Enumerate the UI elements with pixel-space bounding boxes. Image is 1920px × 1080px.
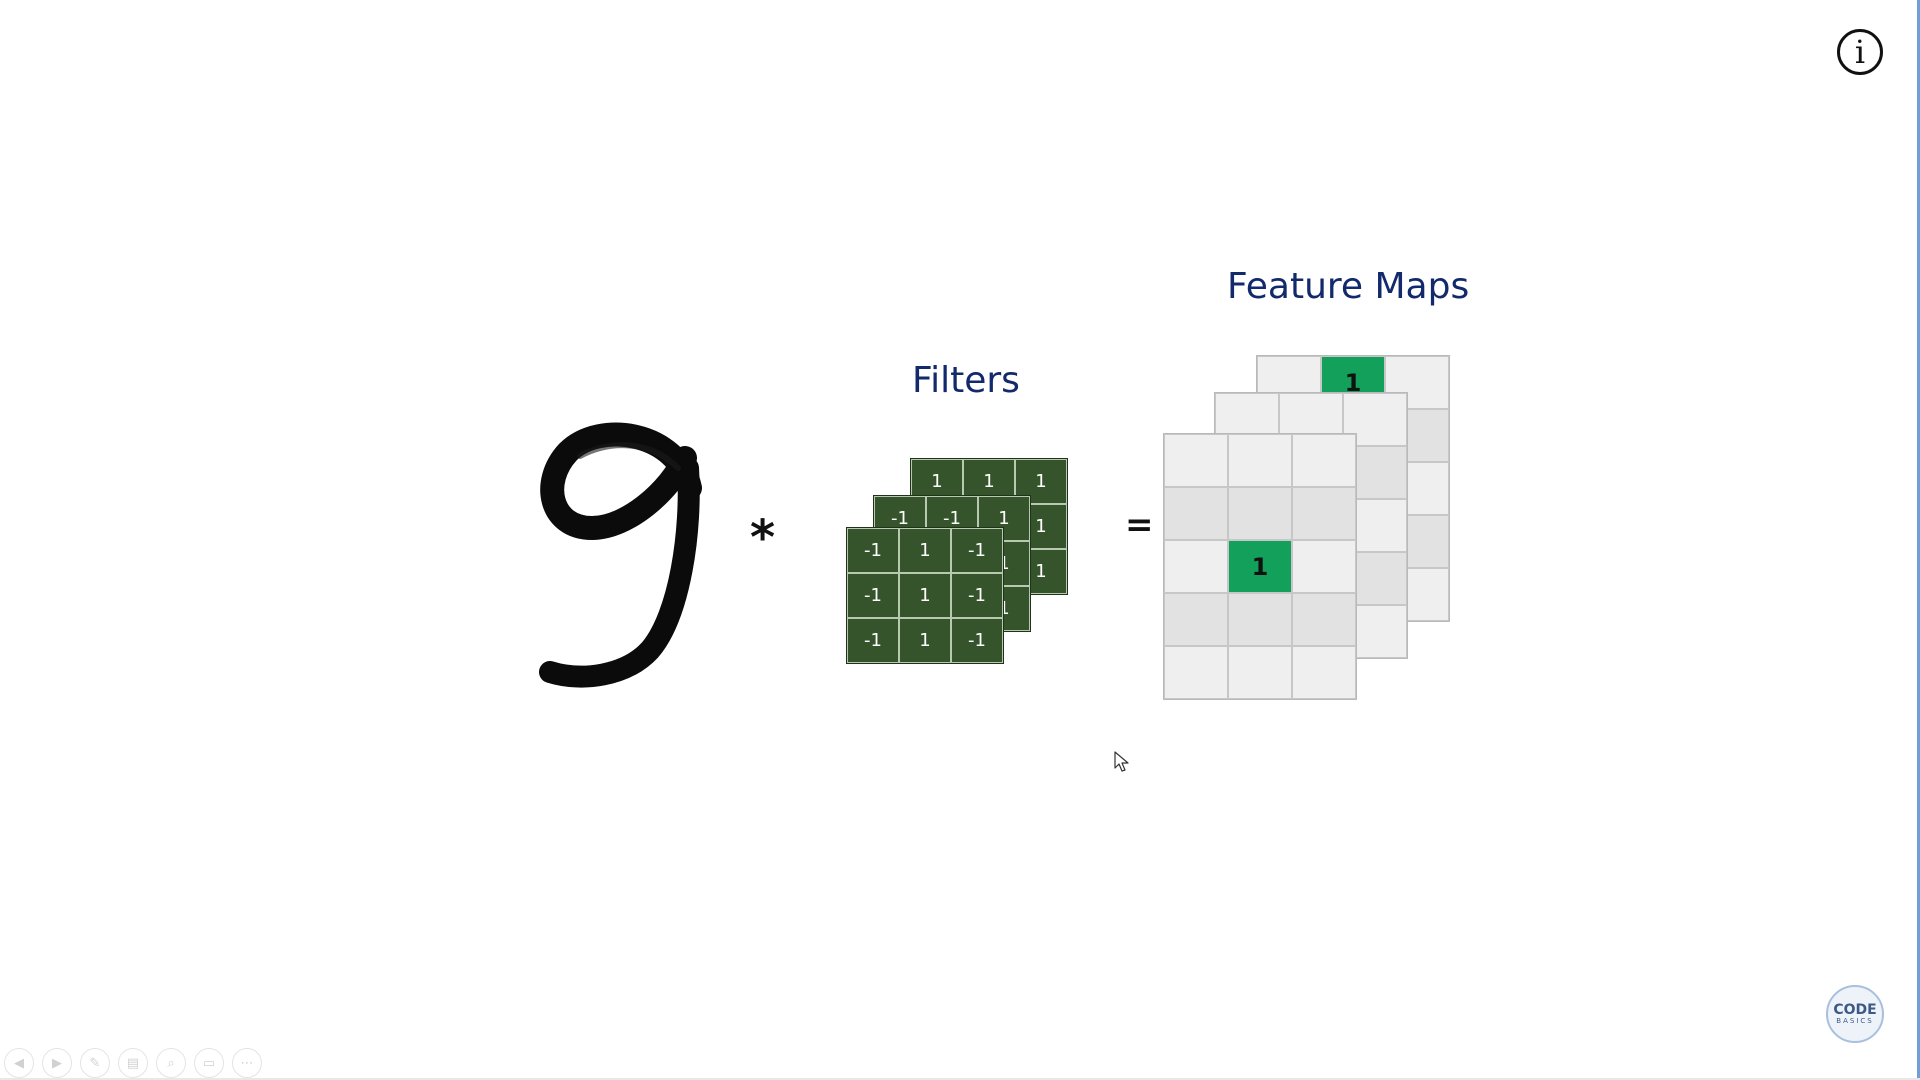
more-options-button[interactable]: ⋯ [232,1048,262,1078]
feature-map-cell [1228,593,1292,646]
pen-icon: ✎ [89,1055,101,1071]
feature-map-cell [1292,593,1356,646]
previous-slide-button[interactable]: ◀ [4,1048,34,1078]
logo-sub-text: BASICS [1836,1016,1874,1025]
zoom-button[interactable]: ⌕ [156,1048,186,1078]
feature-map-front: 1 [1163,433,1357,700]
window-edge [1917,0,1920,1080]
slides-icon: ▤ [126,1055,140,1071]
filter-cell: 1 [899,573,951,618]
pen-tool-button[interactable]: ✎ [80,1048,110,1078]
filter-cell: -1 [951,573,1003,618]
feature-map-cell [1164,593,1228,646]
filter-cell: -1 [847,528,899,573]
filter-cell: 1 [899,528,951,573]
slides-button[interactable]: ▤ [118,1048,148,1078]
info-icon[interactable]: i [1837,29,1883,75]
feature-map-cell [1292,540,1356,593]
codebasics-logo: CODE BASICS [1826,985,1884,1043]
feature-map-cell [1292,646,1356,699]
feature-map-cell [1164,434,1228,487]
feature-maps-title: Feature Maps [1227,266,1470,307]
filter-front: -1 1 -1 -1 1 -1 -1 1 -1 [846,527,1004,664]
feature-map-cell [1164,487,1228,540]
convolution-operator: * [750,510,776,566]
feature-map-cell [1292,487,1356,540]
magnifier-icon: ⌕ [167,1055,175,1071]
arrow-left-icon: ◀ [14,1055,24,1071]
feature-map-cell [1228,646,1292,699]
feature-map-cell [1228,434,1292,487]
filter-cell: 1 [899,618,951,663]
feature-map-cell [1164,646,1228,699]
filter-cell: 1 [1015,459,1067,504]
arrow-right-icon: ▶ [52,1055,62,1071]
feature-map-cell [1292,434,1356,487]
logo-main-text: CODE [1833,1001,1877,1018]
subtitles-icon: ▭ [202,1055,216,1071]
filter-cell: -1 [951,528,1003,573]
filters-title: Filters [912,360,1020,401]
filter-cell: -1 [847,573,899,618]
window-bottom-edge [0,1078,1920,1080]
handwritten-digit-nine [539,422,702,688]
presentation-toolbar: ◀ ▶ ✎ ▤ ⌕ ▭ ⋯ [4,1048,262,1078]
mouse-cursor-icon [1114,751,1129,772]
more-icon: ⋯ [240,1055,254,1071]
equals-operator: = [1125,505,1154,545]
feature-map-cell [1164,540,1228,593]
next-slide-button[interactable]: ▶ [42,1048,72,1078]
filter-cell: -1 [951,618,1003,663]
feature-map-cell [1228,487,1292,540]
filter-cell: -1 [847,618,899,663]
feature-map-active-cell: 1 [1228,540,1292,593]
subtitles-button[interactable]: ▭ [194,1048,224,1078]
